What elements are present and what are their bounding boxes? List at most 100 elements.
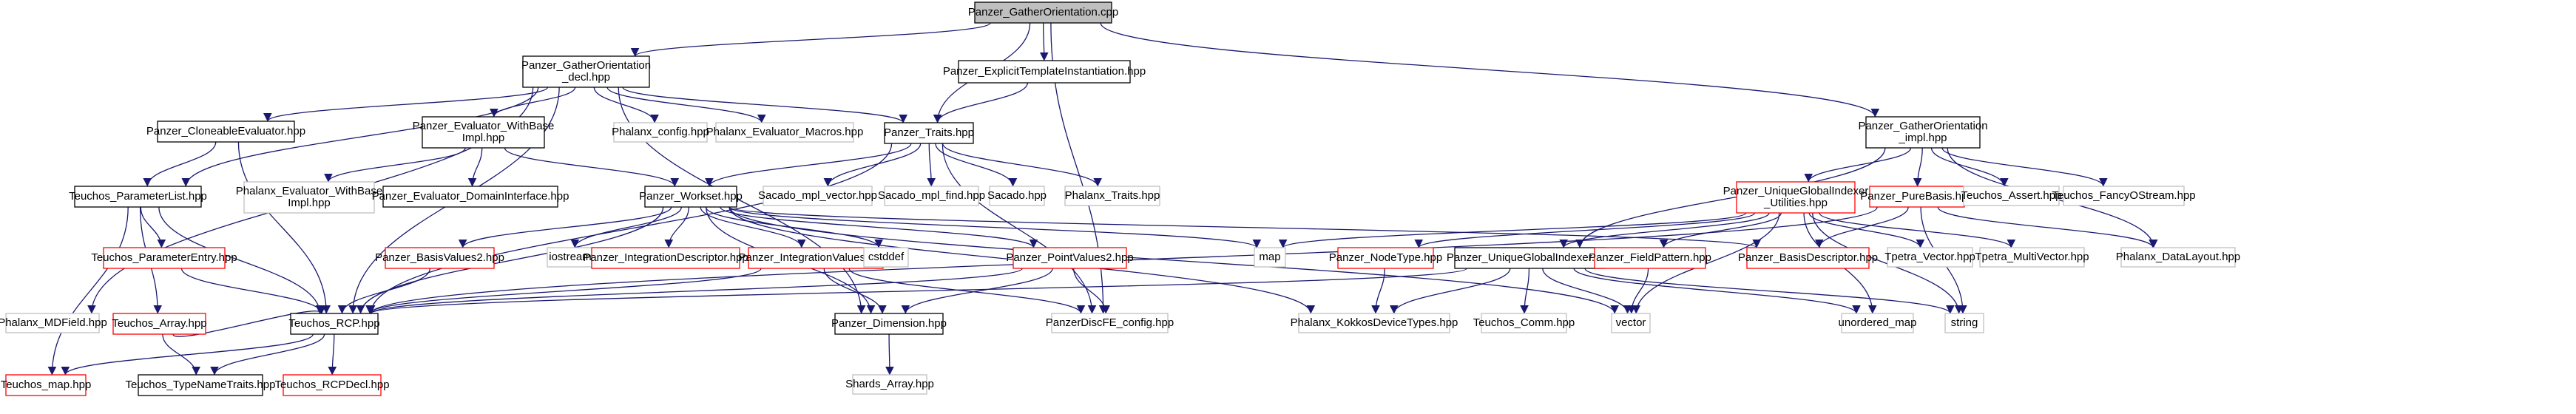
node-fancy-ostream[interactable]: Teuchos_FancyOStream.hpp <box>2052 186 2196 206</box>
node-root[interactable]: Panzer_GatherOrientation.cpp <box>968 1 1118 24</box>
edge-workset-to-basis_desc <box>728 206 1761 248</box>
node-gather-decl[interactable]: Panzer_GatherOrientation_decl.hpp <box>521 55 651 88</box>
node-sacado[interactable]: Sacado.hpp <box>987 186 1047 206</box>
node-box <box>1051 313 1169 333</box>
node-box <box>1887 247 1973 268</box>
node-tpetra-multivector[interactable]: Tpetra_MultiVector.hpp <box>1975 247 2089 268</box>
edge-param_list-to-param_entry <box>140 206 166 248</box>
node-box <box>290 313 379 335</box>
edge-point_values2-to-teuchos_rcp <box>367 268 1023 314</box>
edge-ugi_utils-to-tpetra_vector <box>1808 212 1925 248</box>
node-iostream[interactable]: iostream <box>547 247 594 268</box>
node-string[interactable]: string <box>1944 313 1984 333</box>
node-teuchos-comm[interactable]: Teuchos_Comm.hpp <box>1473 313 1575 333</box>
node-map[interactable]: map <box>1254 247 1286 268</box>
edge-eval_withbase-to-workset <box>504 147 680 187</box>
node-purebasis[interactable]: Panzer_PureBasis.hpp <box>1860 186 1974 208</box>
edge-ugi-to-teuchos_comm <box>1520 268 1530 314</box>
edge-integ_values2-to-teuchos_rcp <box>365 268 762 314</box>
node-teuchos-array[interactable]: Teuchos_Array.hpp <box>112 313 207 335</box>
edge-integ_values2-to-panzer_discfe_config <box>848 268 1086 314</box>
node-basis-values2[interactable]: Panzer_BasisValues2.hpp <box>375 247 504 269</box>
node-panzer-discfe-config[interactable]: PanzerDiscFE_config.hpp <box>1046 313 1174 333</box>
node-basis-desc[interactable]: Panzer_BasisDescriptor.hpp <box>1738 247 1878 269</box>
edge-panzer_traits-to-sacado <box>935 143 1018 187</box>
node-integ-desc[interactable]: Panzer_IntegrationDescriptor.hpp <box>583 247 748 269</box>
edge-node_type-to-phalanx_kokkos <box>1371 268 1385 314</box>
node-panzer-traits[interactable]: Panzer_Traits.hpp <box>884 122 974 144</box>
nodes-layer: Panzer_GatherOrientation.cppPanzer_Gathe… <box>0 1 2240 396</box>
node-box <box>1064 186 1160 206</box>
node-ugi[interactable]: Panzer_UniqueGlobalIndexer.hpp <box>1447 247 1613 269</box>
node-label: Panzer_UniqueGlobalIndexer.hpp <box>1447 251 1613 264</box>
edge-purebasis-to-basis_desc <box>1814 206 1909 248</box>
node-domain-iface[interactable]: Panzer_Evaluator_DomainInterface.hpp <box>372 186 569 208</box>
node-sacado-mpl-vector[interactable]: Sacado_mpl_vector.hpp <box>758 186 877 206</box>
node-label: unordered_map <box>1839 316 1917 329</box>
node-node-type[interactable]: Panzer_NodeType.hpp <box>1329 247 1442 269</box>
edge-ugi_utils-to-ugi <box>1559 212 1770 248</box>
node-box <box>243 181 375 214</box>
node-cstddef[interactable]: cstddef <box>863 247 909 268</box>
node-phalanx-mdfield[interactable]: Phalanx_MDField.hpp <box>0 313 107 333</box>
node-box <box>1865 116 1981 149</box>
node-field-pattern[interactable]: Panzer_FieldPattern.hpp <box>1589 247 1711 269</box>
node-box <box>5 313 100 333</box>
node-box <box>2063 186 2185 206</box>
node-ugi-utils[interactable]: Panzer_UniqueGlobalIndexer_Utilities.hpp <box>1723 181 1869 214</box>
node-label: Phalanx_config.hpp <box>612 126 709 138</box>
node-label: Shards_Array.hpp <box>845 378 934 390</box>
node-sacado-mpl-find[interactable]: Sacado_mpl_find.hpp <box>878 186 985 206</box>
node-box <box>422 116 545 149</box>
node-box <box>863 247 909 268</box>
node-phalanx-traits[interactable]: Phalanx_Traits.hpp <box>1064 186 1160 206</box>
edge-panzer_dimension-to-shards_array <box>885 333 894 376</box>
node-phalanx-macros[interactable]: Phalanx_Evaluator_Macros.hpp <box>706 122 864 143</box>
node-workset[interactable]: Panzer_Workset.hpp <box>639 186 743 208</box>
node-box <box>382 186 558 208</box>
node-explicit[interactable]: Panzer_ExplicitTemplateInstantiation.hpp <box>943 60 1146 84</box>
edge-ugi-to-string <box>1584 268 1955 314</box>
node-box <box>74 186 202 208</box>
node-type-name-traits[interactable]: Teuchos_TypeNameTraits.hpp <box>126 374 276 396</box>
edge-cloneable-to-param_list <box>143 141 217 187</box>
node-phalanx-kokkos[interactable]: Phalanx_KokkosDeviceTypes.hpp <box>1291 313 1458 333</box>
node-label: Panzer_GatherOrientation <box>521 59 651 72</box>
node-param-list[interactable]: Teuchos_ParameterList.hpp <box>69 186 207 208</box>
node-box <box>884 122 974 144</box>
node-box <box>974 1 1112 24</box>
node-teuchos-map[interactable]: Teuchos_map.hpp <box>1 374 92 396</box>
edge-ugi-to-vector <box>1542 268 1632 314</box>
node-box <box>958 60 1131 84</box>
node-unordered-map[interactable]: unordered_map <box>1839 313 1917 333</box>
edge-teuchos_array-to-type_name_traits <box>162 333 201 376</box>
node-teuchos-assert[interactable]: Teuchos_Assert.hpp <box>1961 186 2062 206</box>
node-teuchos-rcp[interactable]: Teuchos_RCP.hpp <box>288 313 380 335</box>
node-cloneable[interactable]: Panzer_CloneableEvaluator.hpp <box>146 121 305 143</box>
node-shards-array[interactable]: Shards_Array.hpp <box>845 374 934 395</box>
node-label: Teuchos_Comm.hpp <box>1473 316 1575 329</box>
node-label: Sacado.hpp <box>987 189 1047 202</box>
node-box <box>2120 247 2236 268</box>
edge-field_pattern-to-vector <box>1626 268 1649 314</box>
node-gather-impl[interactable]: Panzer_GatherOrientation_impl.hpp <box>1858 116 1988 149</box>
node-box <box>5 374 87 396</box>
edge-ugi_utils-to-node_type <box>1414 212 1756 248</box>
node-vector[interactable]: vector <box>1611 313 1651 333</box>
node-rcp-decl[interactable]: Teuchos_RCPDecl.hpp <box>274 374 390 396</box>
node-label: Panzer_FieldPattern.hpp <box>1589 251 1711 264</box>
node-tpetra-vector[interactable]: Tpetra_Vector.hpp <box>1884 247 1975 268</box>
edge-gather_impl-to-ugi <box>1575 147 1886 248</box>
node-phalanx-config[interactable]: Phalanx_config.hpp <box>612 122 709 143</box>
edge-workset-to-map <box>728 206 1261 248</box>
edge-teuchos_rcp-to-rcp_decl <box>328 333 337 376</box>
node-panzer-dimension[interactable]: Panzer_Dimension.hpp <box>831 313 947 335</box>
node-label: Panzer_Dimension.hpp <box>831 317 947 330</box>
node-param-entry[interactable]: Teuchos_ParameterEntry.hpp <box>91 247 237 269</box>
edge-ugi-to-unordered_map <box>1573 268 1861 314</box>
node-phalanx-datalayout[interactable]: Phalanx_DataLayout.hpp <box>2116 247 2240 268</box>
edge-panzer_traits-to-sacado_mpl_vector <box>823 143 922 187</box>
node-point-values2[interactable]: Panzer_PointValues2.hpp <box>1006 247 1134 269</box>
